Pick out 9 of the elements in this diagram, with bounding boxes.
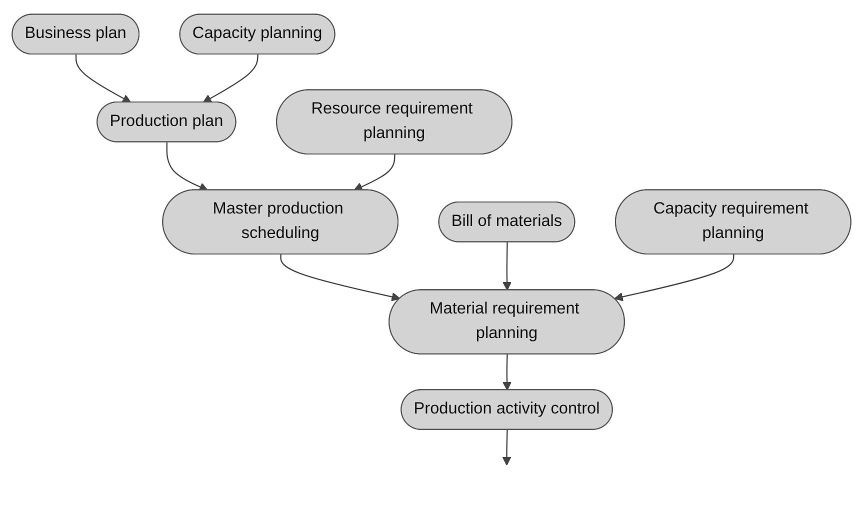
arrow <box>202 54 258 103</box>
arrow <box>166 142 208 192</box>
arrow <box>75 54 132 103</box>
arrow <box>354 154 396 191</box>
arrow <box>614 254 734 302</box>
arrow <box>280 254 400 302</box>
arrow <box>502 354 512 391</box>
arrow <box>502 430 512 466</box>
arrow <box>502 242 512 291</box>
